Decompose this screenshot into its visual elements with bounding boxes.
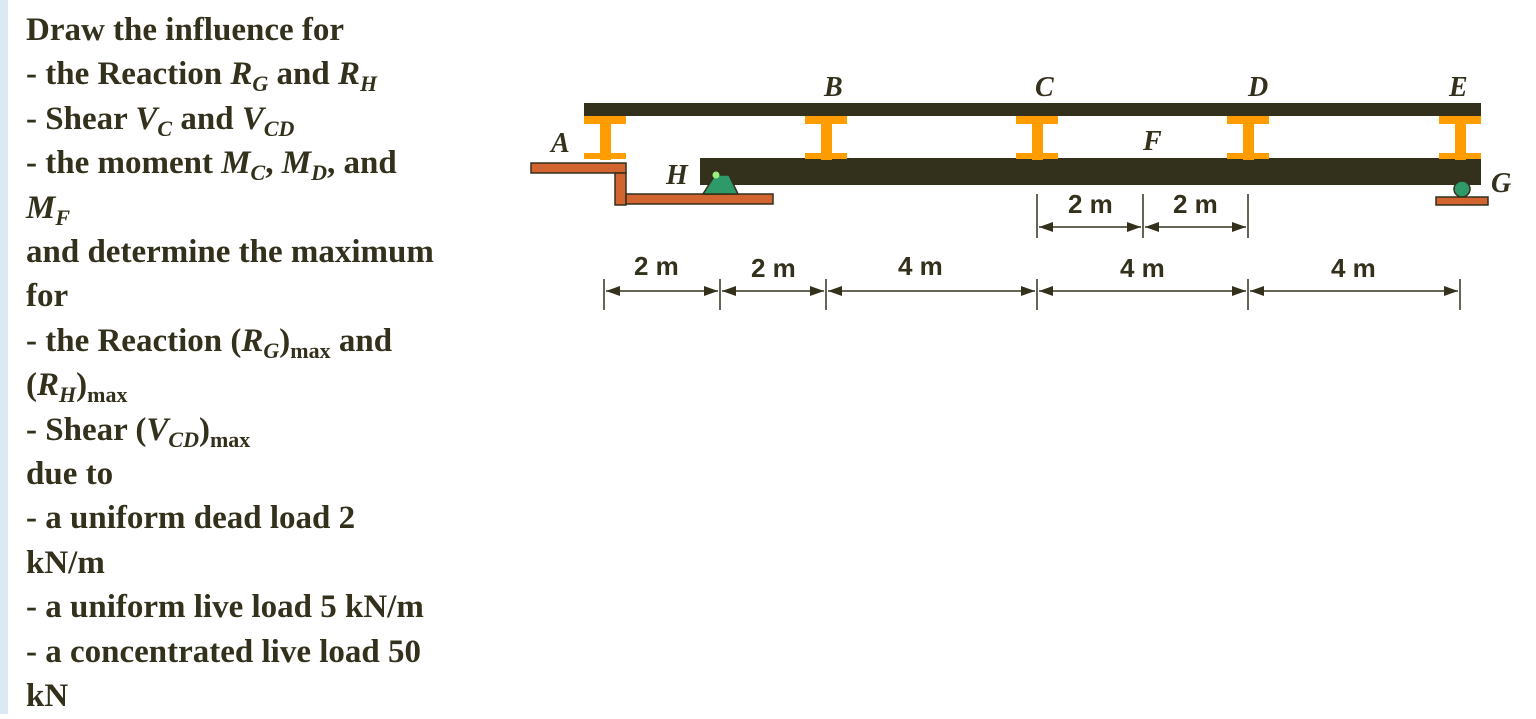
dim-4: 4 m [1120, 253, 1165, 283]
support-base-a-h [530, 162, 774, 206]
line-determine: and determine the maximum [26, 234, 434, 271]
line-for: for [26, 278, 69, 315]
roller-support-g-icon [1453, 180, 1471, 198]
upper-dimension-lines [1036, 194, 1249, 238]
line-concentrated-load: - a concentrated live load 50 [26, 633, 422, 670]
line-shear: - Shear VC and VCD [26, 100, 295, 141]
label-h: H [665, 160, 689, 191]
pin-dot-h-icon [712, 171, 720, 179]
pin-support-h-icon [701, 174, 740, 195]
line-rh-max: (RH)max [26, 367, 128, 408]
line-shear-max: - Shear (VCD)max [26, 411, 251, 452]
line-reaction-max: - the Reaction (RG)max and [26, 322, 393, 363]
left-edge-strip [0, 0, 8, 714]
label-a: A [549, 128, 570, 159]
label-e: E [1448, 72, 1468, 103]
line-moment: - the moment MC, MD, and [26, 145, 397, 186]
dim-c-f: 2 m [1068, 189, 1113, 219]
dim-3: 4 m [898, 251, 943, 281]
line-dead-load-unit: kN/m [26, 544, 105, 581]
line-intro: Draw the influence for [26, 12, 345, 48]
hanger-e-icon [1439, 116, 1481, 160]
bottom-dimension-lines [603, 279, 1461, 310]
line-dead-load: - a uniform dead load 2 [26, 500, 356, 537]
problem-statement: Draw the influence for - the Reaction RG… [26, 8, 506, 719]
top-stringer-beam [584, 103, 1481, 116]
dim-1: 2 m [634, 251, 679, 281]
dim-f-d: 2 m [1173, 189, 1218, 219]
hanger-d-icon [1227, 116, 1269, 160]
dim-5: 4 m [1331, 253, 1376, 283]
line-due-to: due to [26, 456, 114, 493]
hanger-a-icon [584, 116, 626, 160]
line-live-load: - a uniform live load 5 kN/m [26, 589, 424, 626]
hanger-c-icon [1016, 116, 1058, 160]
hanger-b-icon [805, 116, 847, 160]
roller-base-g [1435, 196, 1489, 206]
line-concentrated-load-unit: kN [26, 678, 69, 715]
line-reactions: - the Reaction RG and RH [26, 56, 378, 97]
label-d: D [1247, 72, 1268, 103]
dim-2: 2 m [751, 253, 796, 283]
label-c: C [1035, 72, 1054, 103]
label-g: G [1491, 168, 1511, 199]
line-moment-f: MF [26, 189, 71, 230]
girder-beam [700, 158, 1481, 185]
label-f: F [1142, 126, 1162, 157]
label-b: B [823, 72, 843, 103]
